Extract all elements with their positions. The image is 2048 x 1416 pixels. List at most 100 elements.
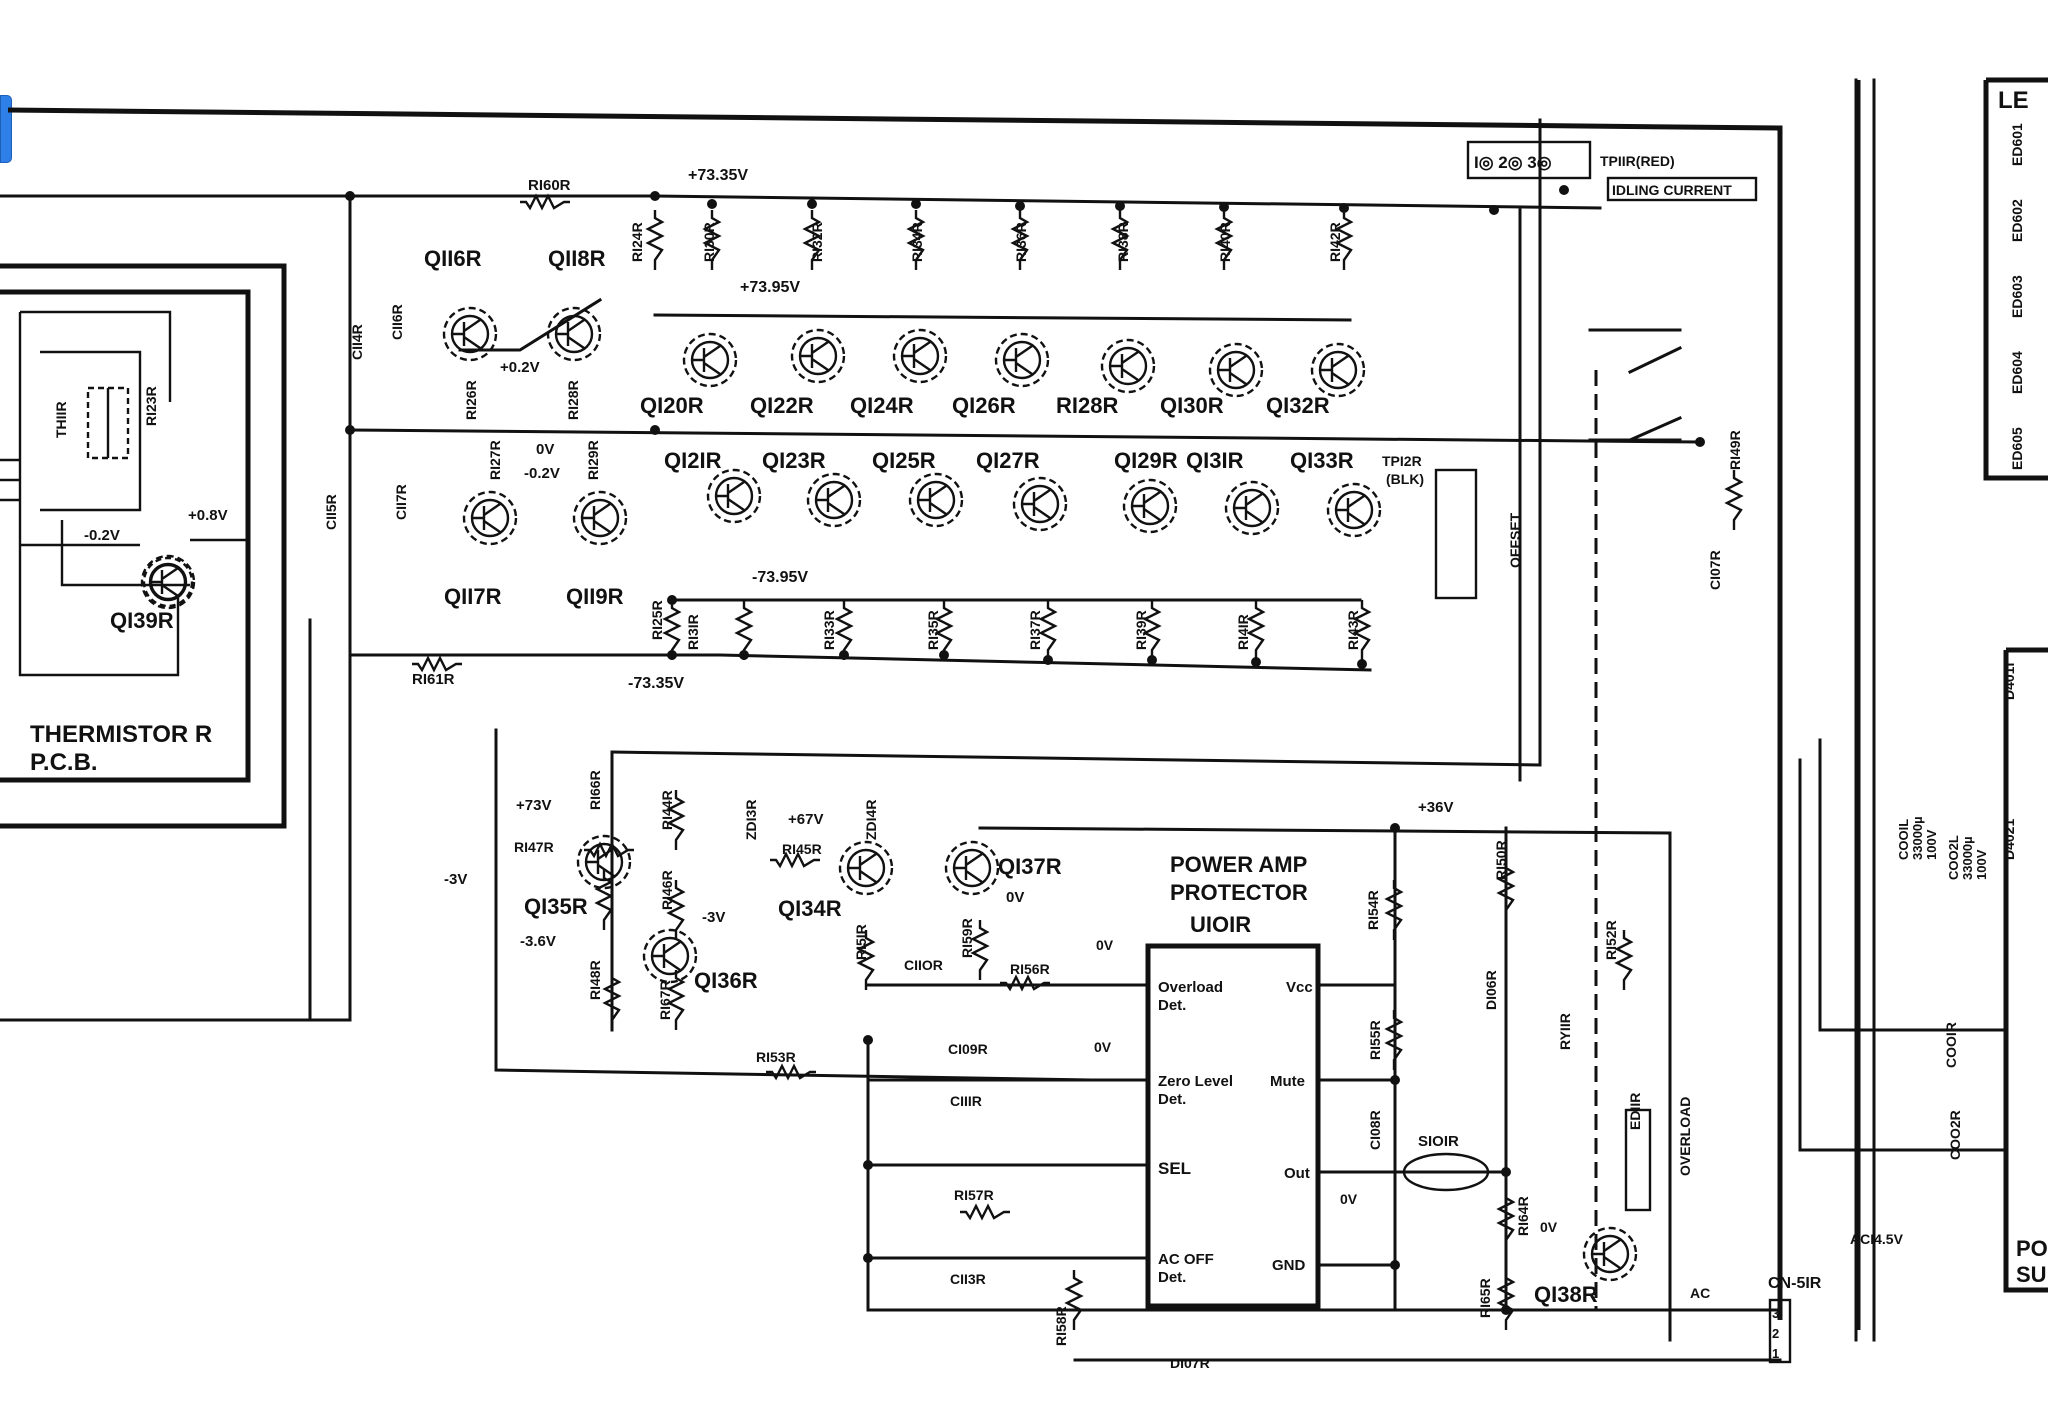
- lower-labels: +73V RI47R -3V QI35R RI45R +67V -3V QI34…: [444, 797, 1904, 1371]
- c109-label: CI09R: [948, 1041, 988, 1057]
- junction-dot: [1219, 202, 1229, 212]
- r155-label: RI55R: [1367, 1020, 1383, 1060]
- junction-dot: [1489, 205, 1499, 215]
- right-ed-label: ED602: [2009, 199, 2025, 242]
- r136-label: RI36R: [1013, 222, 1029, 262]
- cn-pin-2: 2: [1772, 1326, 1779, 1341]
- c113-label: CII3R: [950, 1271, 986, 1287]
- v0f-label: 0V: [1540, 1219, 1558, 1235]
- resistor-symbol: [1496, 1270, 1516, 1330]
- junction-dot: [650, 425, 660, 435]
- r156-label: RI56R: [1010, 961, 1050, 977]
- resistor-symbol: [970, 920, 990, 980]
- q131-label: QI3IR: [1186, 448, 1244, 473]
- right-po-label: PO: [2016, 1236, 2048, 1261]
- right-ed-label: ED605: [2009, 427, 2025, 470]
- resistor-symbol: [906, 210, 926, 270]
- resistor-symbol: [1246, 600, 1266, 660]
- r124-label: RI24R: [629, 222, 645, 262]
- v0d-label: 0V: [1094, 1039, 1112, 1055]
- r164-label: RI64R: [1515, 1196, 1531, 1236]
- transistor-group: [140, 306, 1638, 1282]
- v36-label: +36V: [1418, 799, 1453, 816]
- r161-label: RI61R: [412, 671, 455, 688]
- resistor-symbol: [734, 600, 754, 660]
- cn-pin-3: 3: [1772, 1306, 1779, 1321]
- resistor-symbol: [1038, 600, 1058, 660]
- transistor-symbol: [1012, 476, 1068, 532]
- overload-label: OVERLOAD: [1677, 1097, 1693, 1176]
- q124-label: QI24R: [850, 393, 914, 418]
- c002l-label: 33000µ: [1960, 836, 1975, 880]
- junction-dot: [939, 650, 949, 660]
- transistor-symbol: [546, 306, 602, 362]
- pin-gnd-label: GND: [1272, 1257, 1306, 1274]
- resistor-symbol: [1000, 974, 1050, 992]
- transistor-symbol: [994, 332, 1050, 388]
- right-ed-label: ED601: [2009, 123, 2025, 166]
- r157-label: RI57R: [954, 1187, 994, 1203]
- r128t-label: RI28R: [1056, 393, 1118, 418]
- vm7395-label: -73.95V: [752, 569, 808, 586]
- resistor-group: [412, 193, 1744, 1330]
- transistor-symbol: [1582, 1226, 1638, 1282]
- d4011-label: D401I: [2001, 663, 2017, 700]
- q120-label: QI20R: [640, 393, 704, 418]
- q134-label: QI34R: [778, 896, 842, 921]
- r150-label: RI50R: [1493, 840, 1509, 880]
- transistor-symbol: [908, 472, 964, 528]
- transistor-symbol: [806, 472, 862, 528]
- junction-dot: [345, 191, 355, 201]
- idling-current-box: [1606, 176, 1758, 202]
- transistor-symbol: [838, 840, 894, 896]
- resistor-symbol: [602, 970, 622, 1030]
- q125-label: QI25R: [872, 448, 936, 473]
- blk-label: (BLK): [1386, 471, 1424, 487]
- v0e-label: 0V: [1340, 1191, 1358, 1207]
- q122-label: QI22R: [750, 393, 814, 418]
- junction-dot: [1357, 659, 1367, 669]
- r137-label: RI37R: [1027, 610, 1043, 650]
- q127-label: QI27R: [976, 448, 1040, 473]
- r133-label: RI33R: [821, 610, 837, 650]
- c116-label: CII6R: [389, 304, 405, 340]
- d106-label: DI06R: [1483, 970, 1499, 1010]
- resistor-symbol: [1110, 210, 1130, 270]
- transistor-symbol: [576, 834, 632, 890]
- resistor-symbol: [1214, 210, 1234, 270]
- d107-label: DI07R: [1170, 1355, 1210, 1371]
- resistor-symbol: [702, 210, 722, 270]
- d4021-label: D4021: [2001, 819, 2017, 860]
- junction-dot: [807, 199, 817, 209]
- resistor-symbol: [1010, 210, 1030, 270]
- right-panels: LE PO SU: [1798, 77, 2048, 1342]
- transistor-symbol: [140, 554, 196, 610]
- junction-dot: [739, 650, 749, 660]
- resistor-symbol: [1724, 470, 1744, 530]
- r147-label: RI47R: [514, 839, 554, 855]
- overload-box: [1624, 1108, 1652, 1212]
- r159-label: RI59R: [959, 918, 975, 958]
- transistor-symbol: [642, 928, 698, 984]
- transistor-symbol: [944, 840, 1000, 896]
- q118-label: QII8R: [548, 246, 606, 271]
- v0c-label: 0V: [1096, 937, 1114, 953]
- pcb-label: P.C.B.: [30, 749, 98, 776]
- q139-label: QI39R: [110, 608, 174, 633]
- c114-label: CII4R: [349, 324, 365, 360]
- pin-sel-label: SEL: [1158, 1159, 1191, 1178]
- junction-dot: [345, 425, 355, 435]
- r158-label: RI58R: [1053, 1306, 1069, 1346]
- c115-label: CII5R: [323, 494, 339, 530]
- resistor-symbol: [662, 600, 682, 660]
- cn-pin-1: 1: [1772, 1346, 1779, 1361]
- q121-label: QI2IR: [664, 448, 722, 473]
- r134-label: RI34R: [909, 222, 925, 262]
- v02-label: +0.2V: [500, 359, 540, 376]
- transistor-symbol: [1326, 482, 1382, 538]
- r126-label: RI26R: [463, 380, 479, 420]
- resistor-symbol: [1142, 600, 1162, 660]
- resistor-symbol: [412, 655, 462, 673]
